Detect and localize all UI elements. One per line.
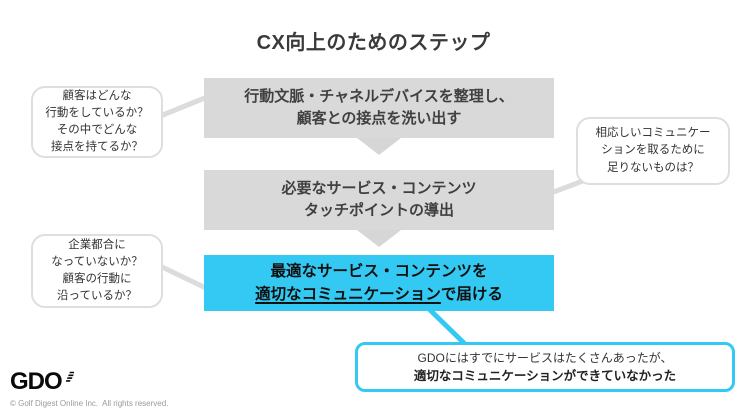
- callout-bottom-line1: GDOにはすでにサービスはたくさんあったが、: [417, 350, 673, 365]
- callout-line: 足りないものは？: [607, 161, 699, 174]
- golf-flag-icon: [65, 371, 74, 382]
- callout-line: 相応しいコミュニケー: [595, 127, 711, 140]
- flow-step-3-underlined: 適切なコミュニケーション: [255, 286, 441, 303]
- flow-step-3-line2-rest: で届ける: [440, 286, 503, 303]
- callout-line: 接点を持てるか？: [51, 141, 143, 154]
- footer: GDO © Golf Digest Online Inc. All rights…: [10, 370, 169, 409]
- arrow-down-icon: [357, 230, 401, 247]
- callout-line: 企業都合に: [68, 238, 126, 251]
- copyright-text: © Golf Digest Online Inc. All rights res…: [10, 399, 169, 408]
- tail-bottom-blue: [426, 306, 469, 348]
- tail-left-top: [157, 92, 213, 120]
- flow-step-2-line2: タッチポイントの導出: [303, 202, 454, 219]
- callout-line: 顧客はどんな: [62, 89, 132, 102]
- flow-step-3-line1: 最適なサービス・コンテンツを: [270, 262, 488, 280]
- callout-line: 顧客の行動に: [62, 273, 132, 285]
- flow-step-1: 行動文脈・チャネルデバイスを整理し、 顧客との接点を洗い出す: [204, 78, 554, 155]
- flow-step-2-line1: 必要なサービス・コンテンツ: [281, 179, 477, 197]
- tail-left-bottom: [158, 263, 214, 294]
- callout-left-top: 顧客はどんな 行動をしているか？ その中でどんな 接点を持てるか？: [31, 86, 163, 158]
- arrow-down-icon: [357, 138, 401, 155]
- flow-step-2: 必要なサービス・コンテンツ タッチポイントの導出: [204, 170, 554, 247]
- flow-step-1-line1: 行動文脈・チャネルデバイスを整理し、: [244, 87, 514, 105]
- callout-line: 行動をしているか？: [45, 106, 149, 119]
- flow-step-3-line2: 適切なコミュニケーションで届ける: [255, 283, 503, 306]
- page-title: CX向上のためのステップ: [256, 32, 491, 54]
- flow-step-1-line2: 顧客との接点を洗い出す: [296, 110, 462, 127]
- callout-line: なっていないか？: [51, 255, 143, 268]
- callout-bottom-line2: 適切なコミュニケーションができていなかった: [413, 368, 677, 383]
- gdo-logo: GDO: [10, 370, 74, 394]
- callout-left-bottom: 企業都合に なっていないか？ 顧客の行動に 沿っているか？: [31, 234, 163, 308]
- callout-line: その中でどんな: [56, 124, 138, 136]
- callout-line: 沿っているか？: [57, 290, 137, 303]
- callout-line: ションを取るために: [601, 144, 705, 157]
- flow-step-3-highlight: 最適なサービス・コンテンツを 適切なコミュニケーションで届ける: [204, 255, 554, 311]
- callout-bottom-conclusion: GDOにはすでにサービスはたくさんあったが、 適切なコミュニケーションができてい…: [355, 342, 735, 392]
- callout-right: 相応しいコミュニケー ションを取るために 足りないものは？: [576, 117, 730, 185]
- gdo-logo-text: GDO: [10, 368, 63, 395]
